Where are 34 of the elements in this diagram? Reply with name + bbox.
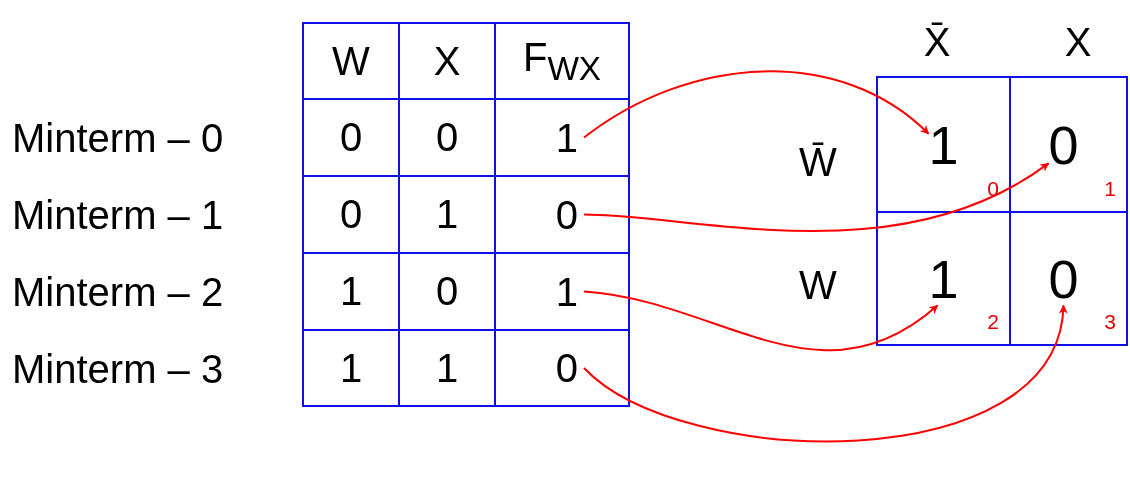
- table-cell: 0: [400, 100, 496, 177]
- header-cell: F$_{WX}$: [496, 24, 630, 100]
- table-cell: 0: [400, 254, 496, 331]
- cell-index: 1: [1104, 178, 1116, 199]
- cell-index: 3: [1104, 311, 1116, 332]
- table-cell: 0: [304, 177, 400, 254]
- header-cell: X: [400, 24, 496, 100]
- table-cell: 1: [304, 254, 400, 331]
- arrow: [583, 304, 1067, 442]
- table-cell: 1: [400, 177, 496, 254]
- value-text: 1: [928, 251, 959, 306]
- table-cell: 1: [400, 331, 496, 407]
- value-text: 1: [928, 117, 959, 172]
- map-header: W̄: [799, 142, 837, 182]
- row-label: Minterm – 3: [12, 349, 224, 389]
- row-label: Minterm – 1: [12, 195, 224, 235]
- row-label: Minterm – 2: [12, 272, 224, 312]
- arrow: [583, 162, 1050, 232]
- map-header: X̄: [923, 22, 951, 62]
- table-cell: 1: [304, 331, 400, 407]
- value-text: 0: [555, 348, 578, 388]
- value-text: 1: [555, 117, 578, 158]
- arrow: [583, 290, 939, 352]
- value-text: 0: [555, 194, 578, 235]
- table-cell: 0: [304, 100, 400, 177]
- header-cell: W: [304, 24, 400, 100]
- map-header: X: [1064, 22, 1092, 62]
- arrow: [583, 70, 930, 139]
- value-text: 0: [1048, 117, 1079, 172]
- map-header: W: [799, 265, 837, 305]
- row-label: Minterm – 0: [12, 118, 224, 158]
- value-text: 0: [1048, 251, 1079, 306]
- cell-index: 2: [987, 311, 999, 332]
- value-text: 1: [555, 271, 578, 312]
